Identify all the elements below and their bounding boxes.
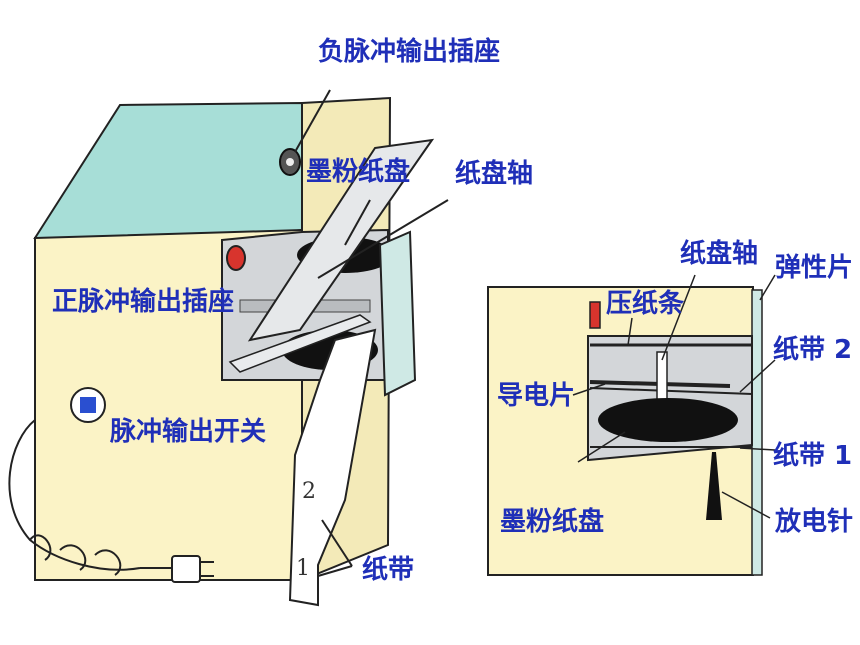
leader-press-strip [627, 317, 633, 346]
plug-body [171, 555, 201, 583]
elastic-piece [751, 289, 763, 576]
tape-number-2: 2 [302, 479, 316, 504]
cord-coil-1 [29, 534, 52, 561]
tape-label-leader-a [321, 519, 353, 567]
power-cord [8, 419, 172, 576]
label-ink-disc-left: 墨粉纸盘 [306, 156, 410, 187]
label-pulse-switch: 脉冲输出开关 [110, 416, 266, 447]
label-pos-socket: 正脉冲输出插座 [52, 286, 234, 317]
paper-tape [288, 328, 377, 607]
device-top-face [33, 101, 303, 239]
pos-socket [226, 245, 246, 271]
label-tape1-right: 纸带 1 [773, 440, 852, 471]
label-press-strip: 压纸条 [606, 288, 685, 319]
ink-disc-left-leader [344, 199, 371, 246]
discharge-needle [706, 452, 722, 520]
label-spool-axis-right: 纸盘轴 [680, 238, 758, 269]
leader-tape1 [739, 447, 776, 451]
label-conductor: 导电片 [497, 381, 575, 411]
leader-elastic [759, 274, 776, 301]
roller [378, 230, 417, 397]
timer-device-left [33, 96, 449, 582]
detail-ink-disc [598, 398, 738, 442]
pulse-switch-button [80, 397, 96, 413]
timer-detail-right [487, 274, 776, 576]
tape-number-1: 1 [296, 556, 310, 581]
leader-needle [721, 491, 771, 519]
label-ink-disc-right: 墨粉纸盘 [500, 506, 604, 537]
paper-tape-left: 2 1 [288, 328, 377, 607]
neg-socket-leader [294, 89, 331, 153]
spool-axis-left-line [317, 199, 449, 279]
leader-spool-axis-right [661, 274, 696, 361]
cord-coil-2 [59, 544, 87, 571]
neg-socket-center [286, 158, 294, 166]
label-discharge-needle: 放电针 [774, 506, 853, 537]
leader-conductor [572, 383, 606, 396]
leader-tape2 [739, 359, 776, 393]
leader-ink-disc-right [577, 431, 626, 463]
label-elastic-piece: 弹性片 [775, 253, 853, 283]
power-plug [171, 555, 214, 583]
detail-red-socket [589, 301, 601, 329]
tape-label-leader-b [317, 565, 353, 577]
label-neg-socket: 负脉冲输出插座 [318, 36, 500, 67]
press-strip-left [228, 314, 372, 373]
detail-tape2 [589, 387, 753, 395]
cord-coil-3 [94, 549, 122, 576]
guide-strip [247, 138, 435, 342]
label-tape-left: 纸带 [362, 554, 414, 585]
label-spool-axis-left: 纸盘轴 [455, 158, 533, 189]
label-tape2-right: 纸带 2 [773, 334, 852, 365]
